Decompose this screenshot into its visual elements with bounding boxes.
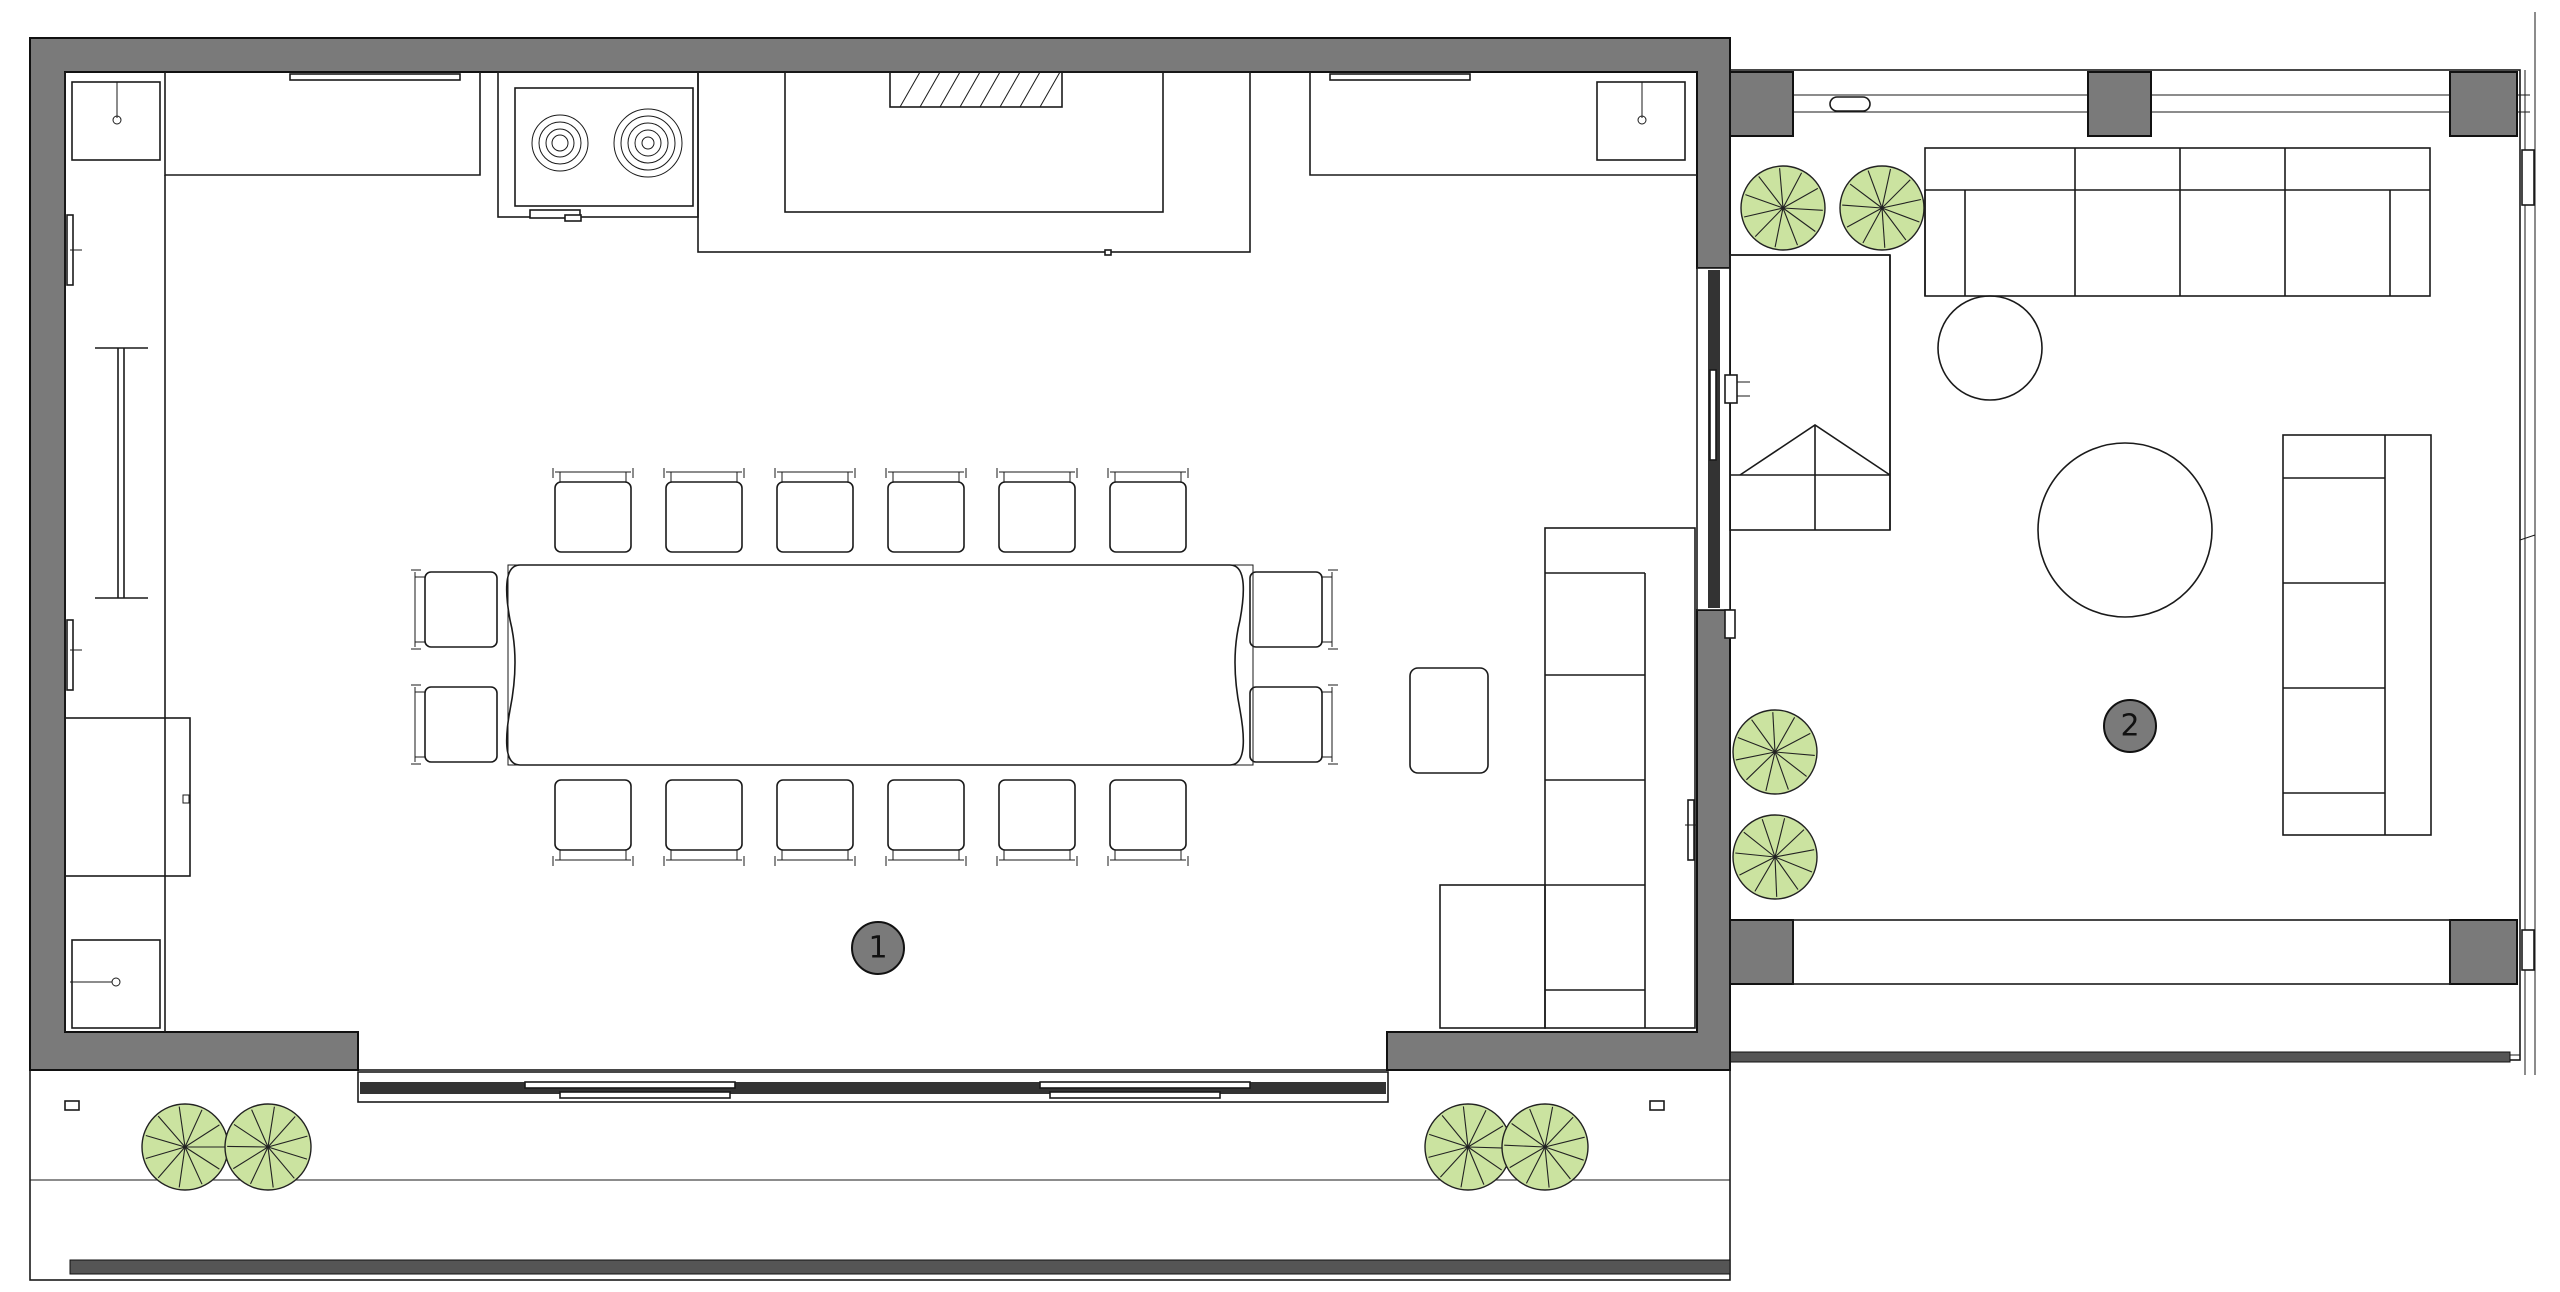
side-table-round [1937,295,2043,401]
side-table [1409,667,1489,774]
hatched-panel [899,71,1061,108]
room-label-2: 2 [2120,709,2139,744]
plant-icon [1501,1103,1589,1191]
plant-icon [1740,165,1826,251]
room-marker-1: 1 [851,921,905,975]
sofa-right [2282,434,2432,836]
room-1-walls [29,37,1731,1103]
sofa-room-1 [1439,527,1696,1029]
terrace-right [1729,12,2536,1075]
coffee-table-round [2037,442,2213,618]
plant-icon [1732,709,1818,795]
hob-burner-left [531,114,589,172]
chairs-top [552,468,1189,553]
plant-icon [1424,1103,1512,1191]
dining-table [505,564,1245,766]
plant-icon [224,1103,312,1191]
plant-icon [141,1103,229,1191]
room-label-1: 1 [868,931,887,966]
room-1 [64,71,1697,1032]
room-marker-2: 2 [2103,699,2157,753]
chairs-bottom [552,779,1189,866]
hob-burner-right [613,108,683,178]
room-2 [1724,147,2432,836]
plants [141,165,1925,1191]
plant-icon [1732,814,1818,900]
sofa-top [1924,147,2431,297]
chairs-left [411,569,498,765]
chairs-right [1249,569,1338,765]
plant-icon [1839,165,1925,251]
